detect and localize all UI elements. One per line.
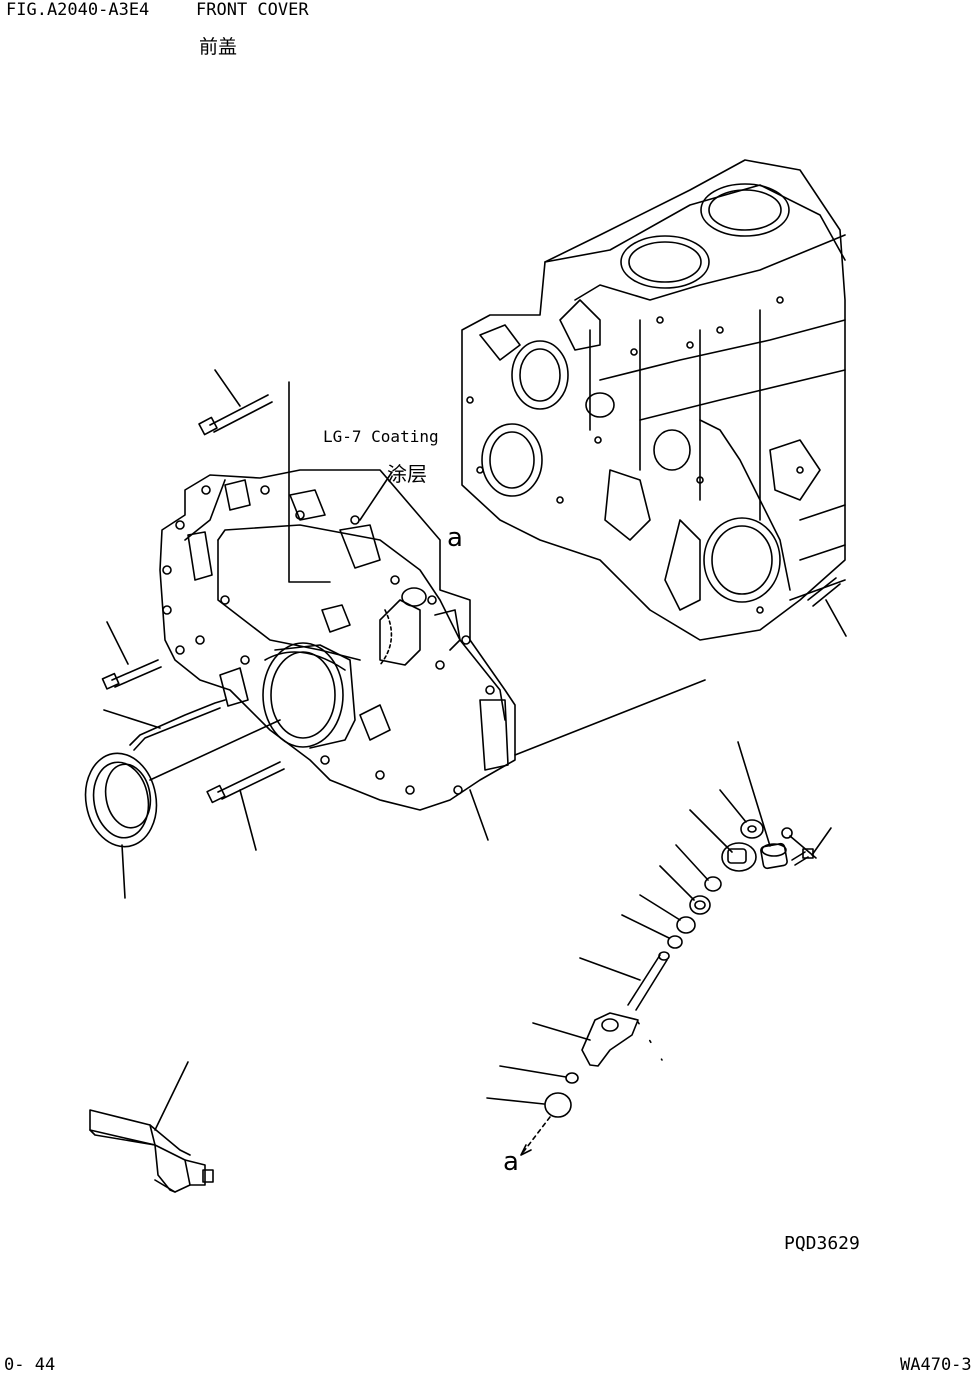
coating-note: LG-7 Coating [323,427,439,446]
cover-bolt-lower [207,762,284,850]
front-cover [160,470,515,810]
leader-line [515,680,705,755]
sensor-assembly [487,742,831,1155]
figure-title: FRONT COVER [196,0,309,20]
cover-bolt-top [199,370,272,435]
cover-bolt-left [102,622,161,689]
figure-id: FIG.A2040-A3E4 [6,0,150,20]
solenoid-assembly [90,1062,213,1192]
coating-note-cn: 涂层 [387,462,427,486]
drawing-reference-code: PQD3629 [784,1233,860,1254]
page-number: 0- 44 [4,1355,56,1375]
reference-mark-a: a [447,523,463,553]
machine-model: WA470-3 [900,1355,972,1375]
oil-seal [78,720,280,898]
leader-line [470,790,488,840]
pipe-bracket [104,700,225,750]
leader-line [826,600,846,636]
coating-indicator [289,382,392,582]
figure-title-cn: 前盖 [199,36,238,58]
reference-mark-a-target: a [503,1147,519,1177]
engine-block [462,160,846,640]
